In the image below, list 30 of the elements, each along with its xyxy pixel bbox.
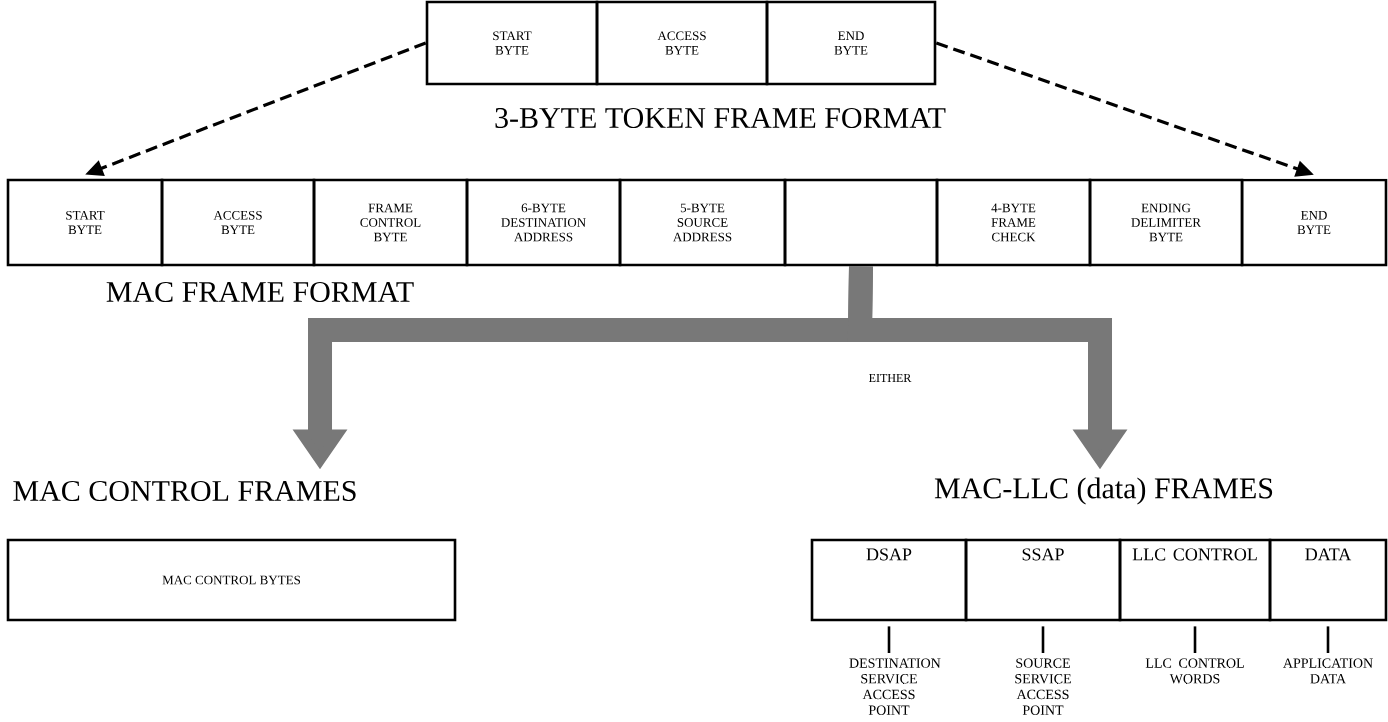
frame-field-cell: DATA [1268,538,1388,622]
frame-field-cell: LLC CONTROL [1118,538,1272,622]
frame-field-cell: END BYTE [765,0,937,86]
frame-field-cell: 5-BYTE SOURCE ADDRESS [618,178,787,267]
frame-field-cell: ENDING DELIMITER BYTE [1088,178,1244,267]
frame-field-cell: END BYTE [1240,178,1388,267]
leader-line [1041,626,1045,653]
field-description: LLC CONTROL WORDS [1145,658,1244,684]
leader-line [1326,626,1330,653]
field-description: APPLICATION DATA [1283,658,1373,684]
format-title: MAC FRAME FORMAT [106,281,414,303]
frame-field-cell: FRAME CONTROL BYTE [312,178,469,267]
frame-heading: MAC-LLC (data) FRAMES [934,477,1273,505]
frame-field-cell: ACCESS BYTE [595,0,769,86]
frame-heading: MAC CONTROL FRAMES [13,480,356,502]
field-description: SOURCE SERVICE ACCESS POINT [1015,658,1071,715]
frame-field-cell: START BYTE [425,0,599,86]
frame-field-cell: SSAP [964,538,1122,622]
frame-field-cell: ACCESS BYTE [160,178,316,267]
edge-label: EITHER [866,372,914,384]
frame-box: MAC CONTROL BYTES [6,538,457,622]
leader-line [1193,626,1197,653]
format-title: 3-BYTE TOKEN FRAME FORMAT [495,107,946,129]
frame-field-cell: 4-BYTE FRAME CHECK [935,178,1092,267]
frame-field-cell: DSAP [810,538,968,622]
frame-field-cell: START BYTE [6,178,164,267]
frame-field-cell: 6-BYTE DESTINATION ADDRESS [465,178,622,267]
empty-field-cell [783,178,939,267]
leader-line [887,626,891,653]
field-description: DESTINATION SERVICE ACCESS POINT [849,658,941,715]
